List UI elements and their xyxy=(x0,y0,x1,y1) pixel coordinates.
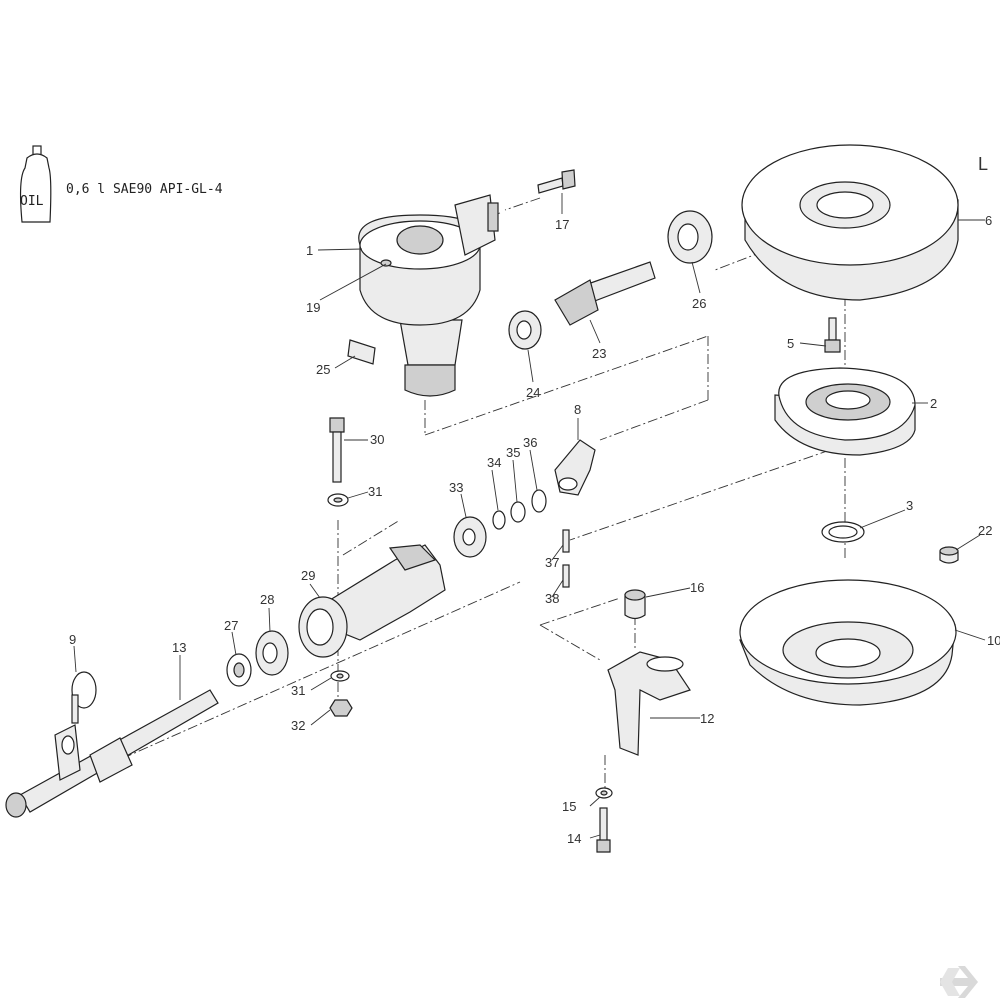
callout-9: 9 xyxy=(69,632,76,647)
washer-27[interactable] xyxy=(226,653,252,687)
bracket-12[interactable] xyxy=(607,651,691,756)
ring-34[interactable] xyxy=(492,510,506,530)
pinion-shaft-23[interactable] xyxy=(554,261,656,326)
callout-30: 30 xyxy=(370,432,384,447)
oil-bottle-icon: OIL xyxy=(19,145,52,223)
bushing-16[interactable] xyxy=(624,589,646,620)
nut-32[interactable] xyxy=(329,699,353,717)
bearing-26[interactable] xyxy=(667,210,713,264)
oil-bottle-label: OIL xyxy=(20,194,44,209)
callout-36: 36 xyxy=(523,435,537,450)
bearing-33[interactable] xyxy=(453,516,487,558)
callout-1: 1 xyxy=(306,243,313,258)
lever-8[interactable] xyxy=(554,439,596,496)
bolt-17[interactable] xyxy=(537,169,576,194)
pin-37[interactable] xyxy=(562,529,570,553)
callout-2: 2 xyxy=(930,396,937,411)
callout-3: 3 xyxy=(906,498,913,513)
callout-13: 13 xyxy=(172,640,186,655)
callout-6: 6 xyxy=(985,213,992,228)
disc-6[interactable] xyxy=(741,144,959,301)
callout-32: 32 xyxy=(291,718,305,733)
callout-16: 16 xyxy=(690,580,704,595)
callout-19: 19 xyxy=(306,300,320,315)
seal-2[interactable] xyxy=(774,367,916,456)
callout-leaders xyxy=(73,193,986,839)
callout-37: 37 xyxy=(545,555,559,570)
linch-pin-9[interactable] xyxy=(71,671,97,724)
callout-29: 29 xyxy=(301,568,315,583)
washer-15[interactable] xyxy=(595,787,613,799)
bolt-30[interactable] xyxy=(329,417,345,483)
callout-5: 5 xyxy=(787,336,794,351)
side-letter: L xyxy=(978,154,988,174)
washer-31-top[interactable] xyxy=(327,493,349,507)
callout-23: 23 xyxy=(592,346,606,361)
pin-38[interactable] xyxy=(562,564,570,588)
brand-logo-icon xyxy=(940,966,978,998)
callout-31-top: 31 xyxy=(368,484,382,499)
ring-36[interactable] xyxy=(531,489,547,513)
bolt-14[interactable] xyxy=(596,807,611,853)
callout-33: 33 xyxy=(449,480,463,495)
ring-35[interactable] xyxy=(510,501,526,523)
callout-12: 12 xyxy=(700,711,714,726)
bearing-28[interactable] xyxy=(255,630,289,676)
callout-14: 14 xyxy=(567,831,581,846)
cap-22[interactable] xyxy=(939,546,959,564)
callout-35: 35 xyxy=(506,445,520,460)
dish-10[interactable] xyxy=(739,579,957,706)
callout-31-bottom: 31 xyxy=(291,683,305,698)
bolt-5[interactable] xyxy=(824,317,841,353)
callout-15: 15 xyxy=(562,799,576,814)
callout-10: 10 xyxy=(987,633,1000,648)
oil-specification: 0,6 l SAE90 API-GL-4 xyxy=(66,182,223,197)
shaft-13[interactable] xyxy=(5,689,219,818)
bearing-24[interactable] xyxy=(508,310,542,350)
arm-housing-29[interactable] xyxy=(298,544,446,658)
circlip-3[interactable] xyxy=(821,521,865,543)
gearbox-housing[interactable] xyxy=(358,194,499,397)
callout-22: 22 xyxy=(978,523,992,538)
callout-28: 28 xyxy=(260,592,274,607)
callout-24: 24 xyxy=(526,385,540,400)
callout-34: 34 xyxy=(487,455,501,470)
callout-38: 38 xyxy=(545,591,559,606)
callout-8: 8 xyxy=(574,402,581,417)
washer-31-bottom[interactable] xyxy=(330,670,350,682)
callout-25: 25 xyxy=(316,362,330,377)
callout-26: 26 xyxy=(692,296,706,311)
callout-17: 17 xyxy=(555,217,569,232)
callout-labels: 1 19 25 17 23 24 26 6 5 2 3 22 10 8 30 3… xyxy=(69,213,1000,846)
callout-27: 27 xyxy=(224,618,238,633)
clip-25[interactable] xyxy=(347,339,376,365)
